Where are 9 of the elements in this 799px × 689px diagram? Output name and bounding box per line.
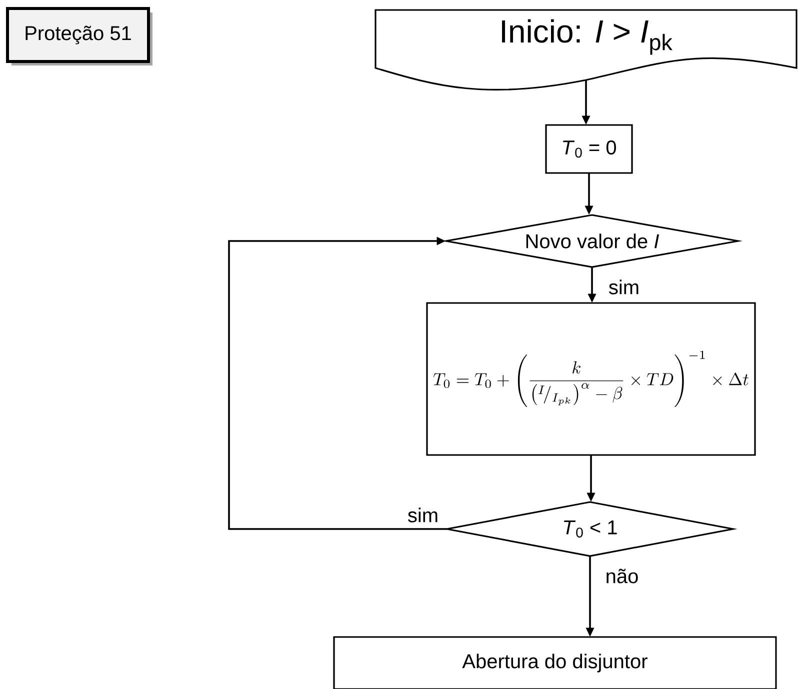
- process-box: Abertura do disjuntor: [333, 636, 777, 689]
- edge-label: sim: [406, 506, 440, 524]
- edge-label: sim: [607, 278, 641, 296]
- formula-box: $T_0 = T_0 + \left( \frac{k}{\left( {}^{I}\!/_{I_{pk}} \right)^{\alpha} - \beta} \times TD \right)^{-1} \times \Delta t$: [426, 302, 756, 456]
- arrow: [228, 236, 447, 530]
- title-box: Proteção 51: [6, 7, 152, 66]
- start-terminal: Inicio: I > I$_{pk}$: [374, 9, 798, 91]
- edge-label: não: [604, 568, 640, 584]
- process-box: T$_{0}$ = 0: [545, 124, 633, 174]
